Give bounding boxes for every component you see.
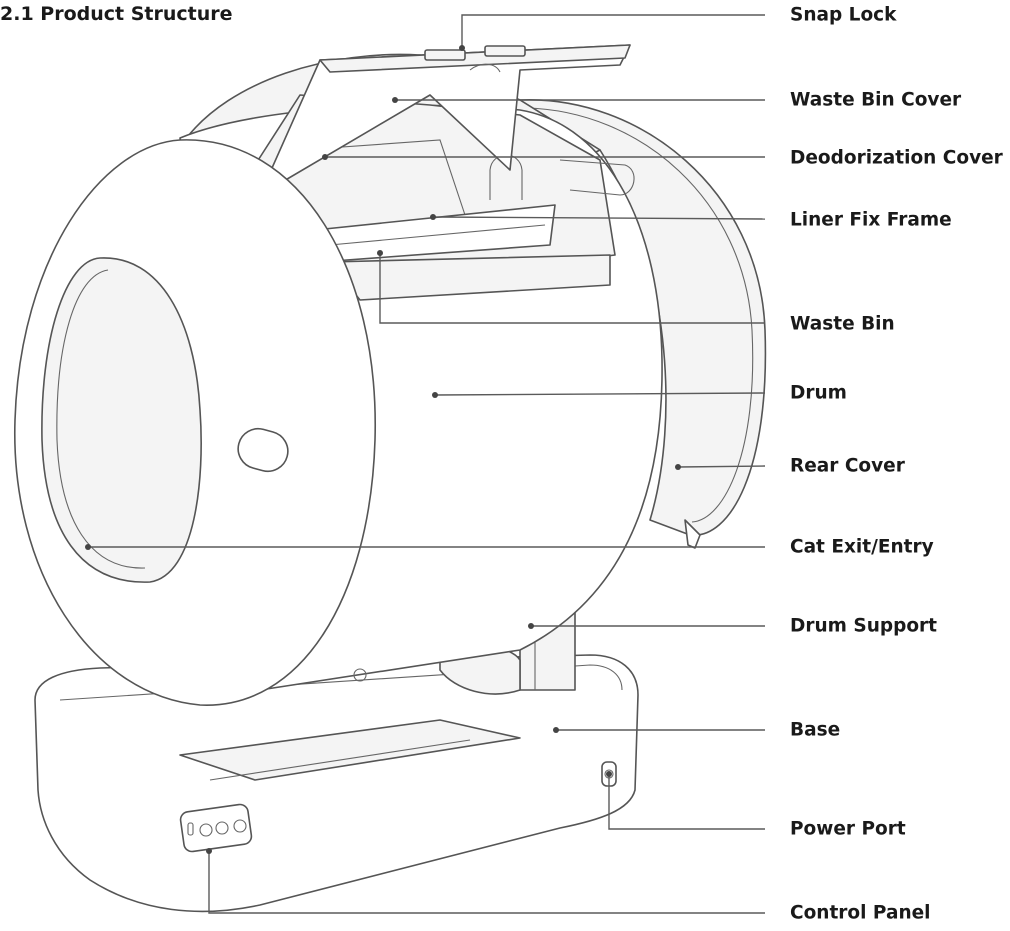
leader-deodorization-cover — [322, 154, 765, 160]
label-snap-lock: Snap Lock — [790, 4, 897, 26]
label-drum: Drum — [790, 382, 847, 404]
leader-drum-support — [528, 623, 765, 629]
label-deodorization-cover: Deodorization Cover — [790, 147, 1003, 169]
label-drum-support: Drum Support — [790, 615, 938, 637]
label-liner-fix-frame: Liner Fix Frame — [790, 209, 952, 231]
leader-cat-exit-entry — [85, 544, 765, 550]
leader-rear-cover — [675, 464, 766, 470]
leader-drum — [432, 392, 766, 398]
leader-control-panel — [206, 848, 765, 914]
leader-snap-lock — [459, 14, 765, 51]
leader-base — [553, 727, 765, 733]
label-base: Base — [790, 719, 841, 741]
label-cat-exit-entry: Cat Exit/Entry — [790, 536, 934, 558]
leader-power-port — [606, 771, 765, 830]
label-rear-cover: Rear Cover — [790, 455, 905, 477]
label-power-port: Power Port — [790, 818, 906, 840]
leader-waste-bin-cover — [392, 97, 765, 103]
leader-liner-fix-frame — [430, 214, 766, 220]
leader-waste-bin — [377, 250, 765, 324]
label-waste-bin-cover: Waste Bin Cover — [790, 89, 962, 111]
page-title: 2.1 Product Structure — [0, 3, 233, 25]
label-control-panel: Control Panel — [790, 902, 931, 924]
label-waste-bin: Waste Bin — [790, 313, 895, 335]
